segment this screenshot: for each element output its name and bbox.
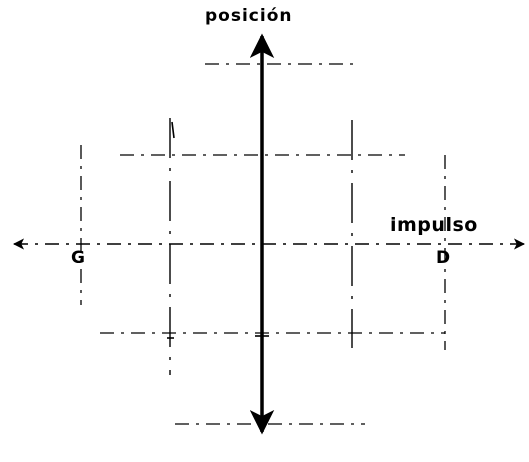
left-marker-label: G [71,248,85,268]
tick-left-top [171,121,175,139]
x-axis-label: impulso [390,214,478,236]
right-marker-label: D [436,248,451,268]
y-axis-label: posición [205,6,293,26]
